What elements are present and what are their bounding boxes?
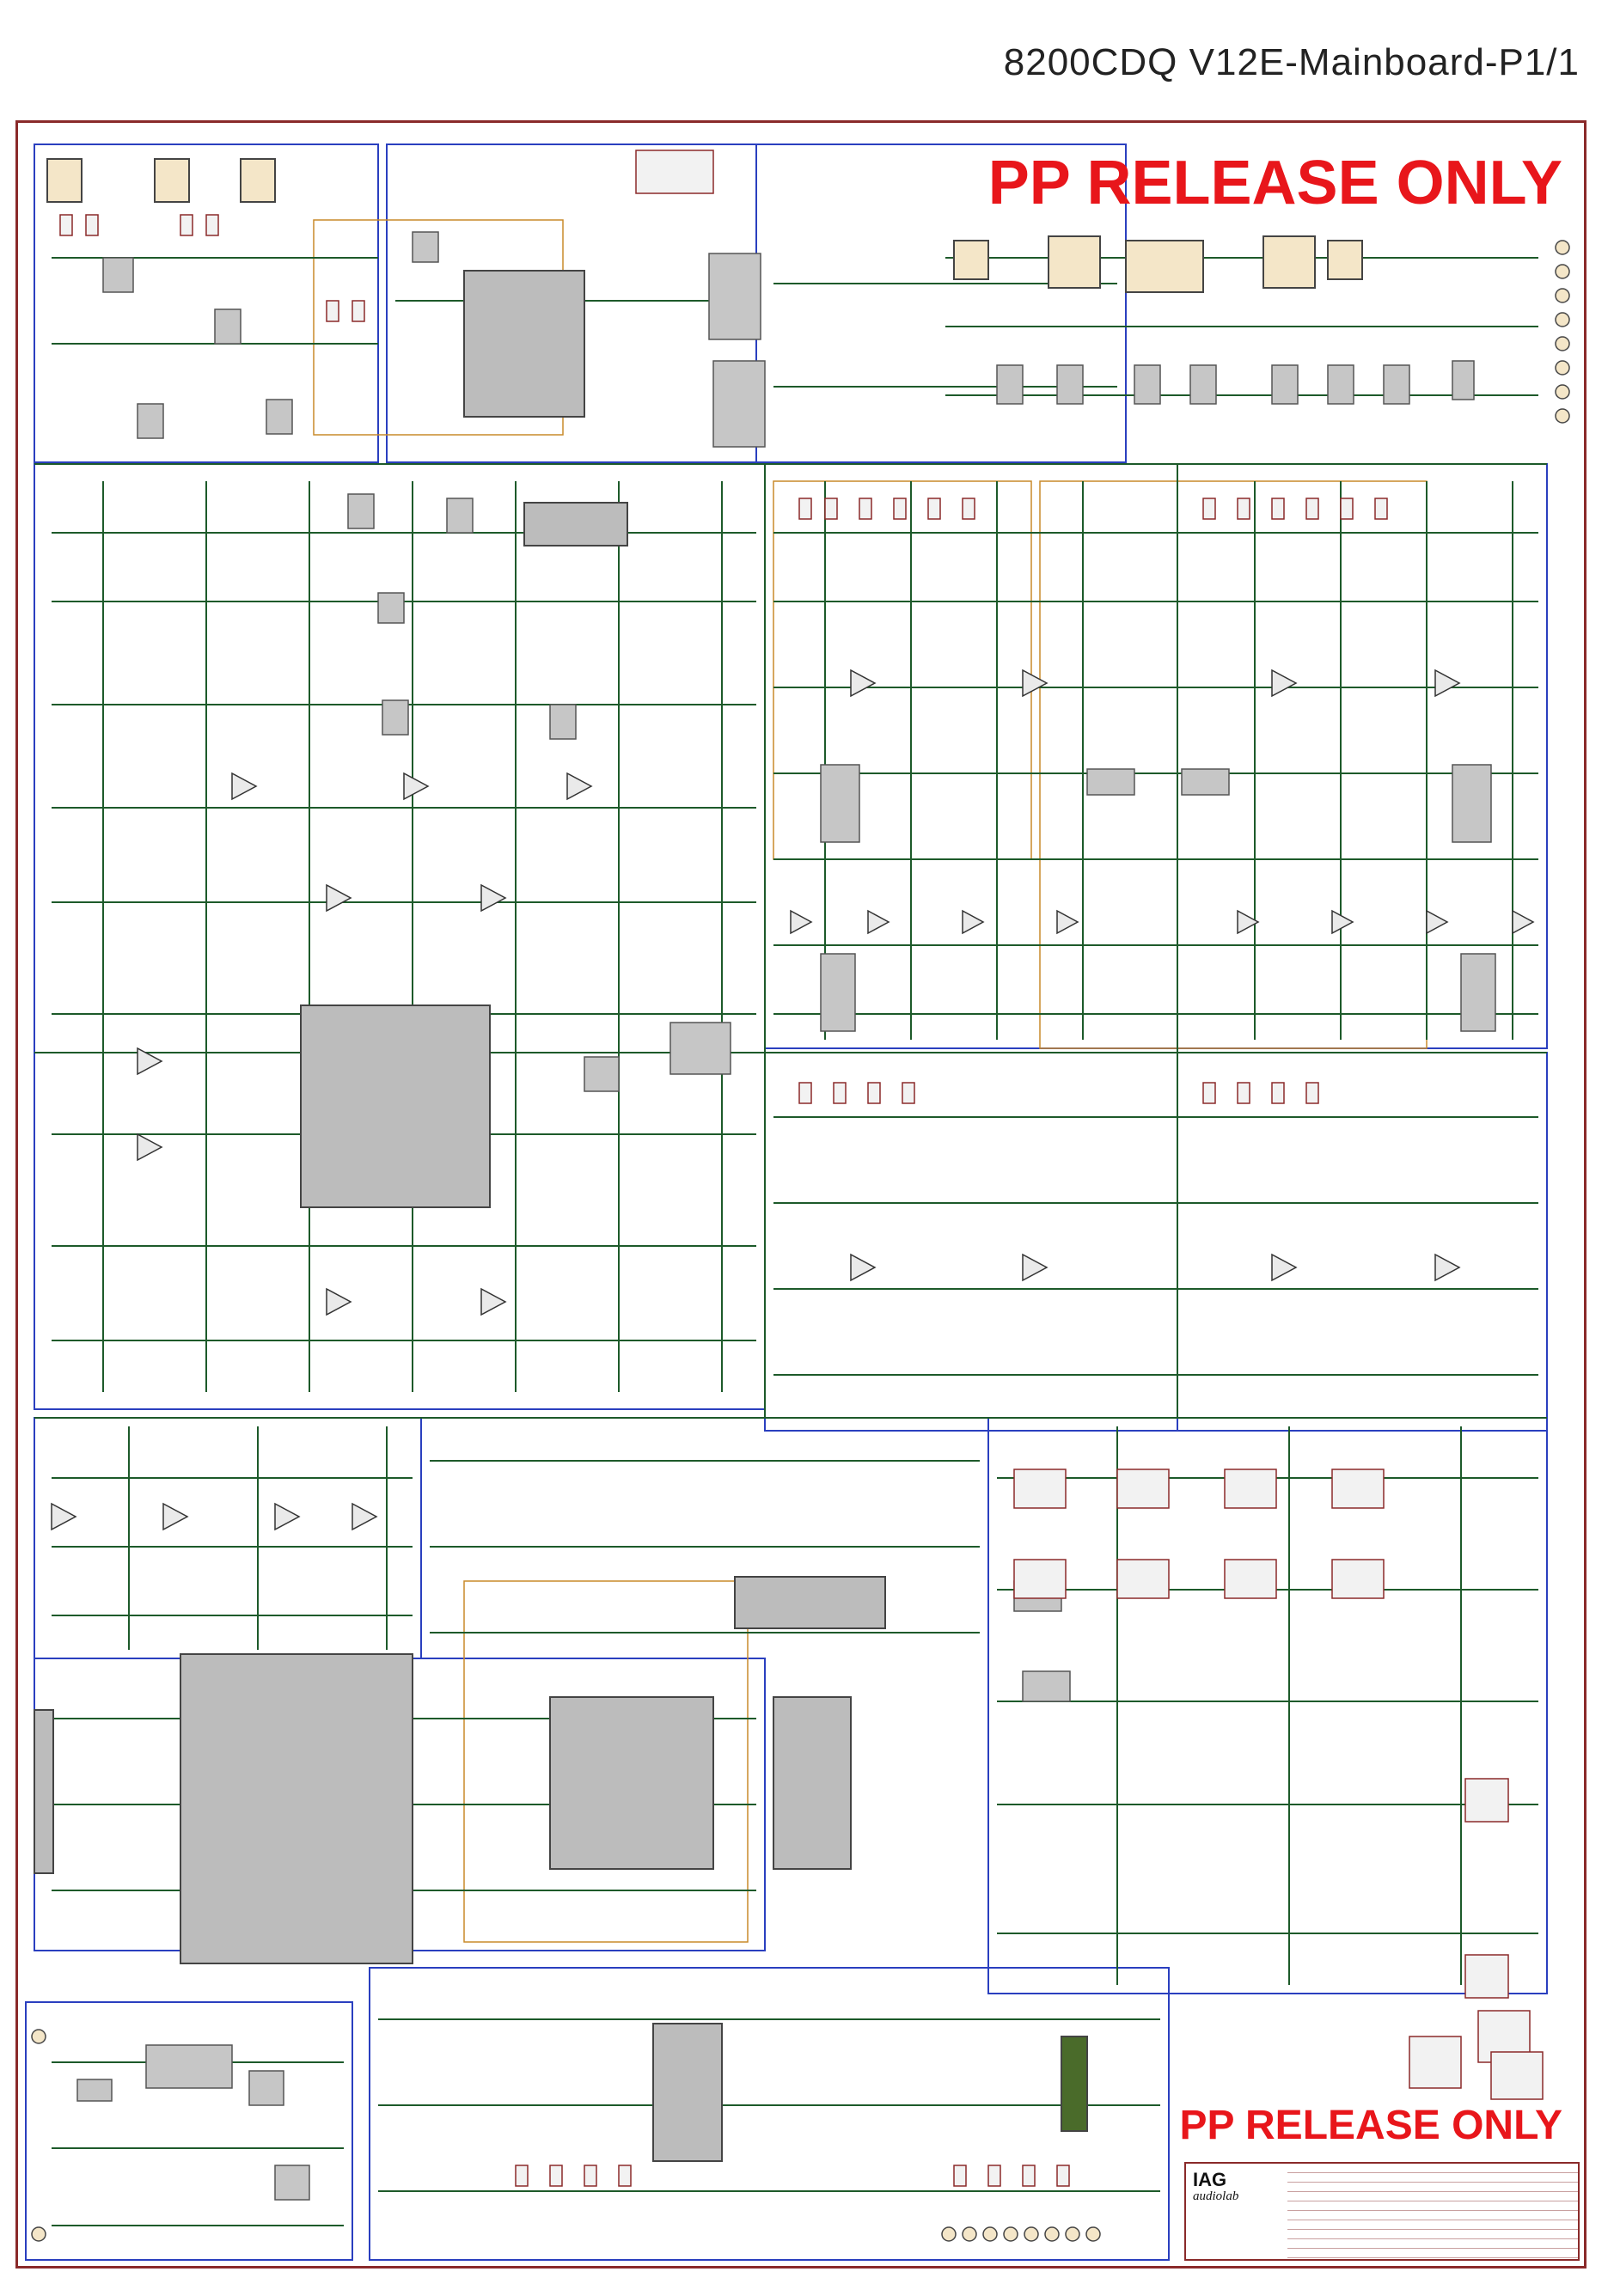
mains-inlet xyxy=(1464,1778,1544,2100)
block-mid-left xyxy=(34,1417,422,1659)
relays xyxy=(996,360,1475,796)
opamp-symbols xyxy=(51,669,1535,1531)
right-jacks xyxy=(31,240,1570,2242)
block-mcu-inner xyxy=(463,1580,749,1943)
block-amp-left-a xyxy=(773,480,1032,860)
title-block-brand: audiolab xyxy=(1193,2189,1239,2203)
block-front-panel xyxy=(369,1967,1170,2261)
title-block-grid xyxy=(1287,2164,1578,2259)
block-amp-left-b xyxy=(1039,480,1428,1049)
title-block: IAG audiolab xyxy=(1184,2162,1580,2261)
block-top-left xyxy=(34,144,379,463)
large-ics xyxy=(34,270,1088,2162)
small-ics xyxy=(76,231,1496,2201)
passive-components xyxy=(59,214,1388,2187)
release-notice-top: PP RELEASE ONLY xyxy=(987,149,1562,217)
power-caps xyxy=(1013,1469,1531,2089)
drawing-frame xyxy=(15,120,1586,2269)
block-trigger xyxy=(25,2001,353,2261)
title-block-logo: IAG xyxy=(1193,2169,1227,2190)
top-jacks xyxy=(46,150,1363,293)
sheet-title: 8200CDQ V12E-Mainboard-P1/1 xyxy=(1003,41,1580,83)
release-notice-bottom: PP RELEASE ONLY xyxy=(1179,2103,1562,2148)
